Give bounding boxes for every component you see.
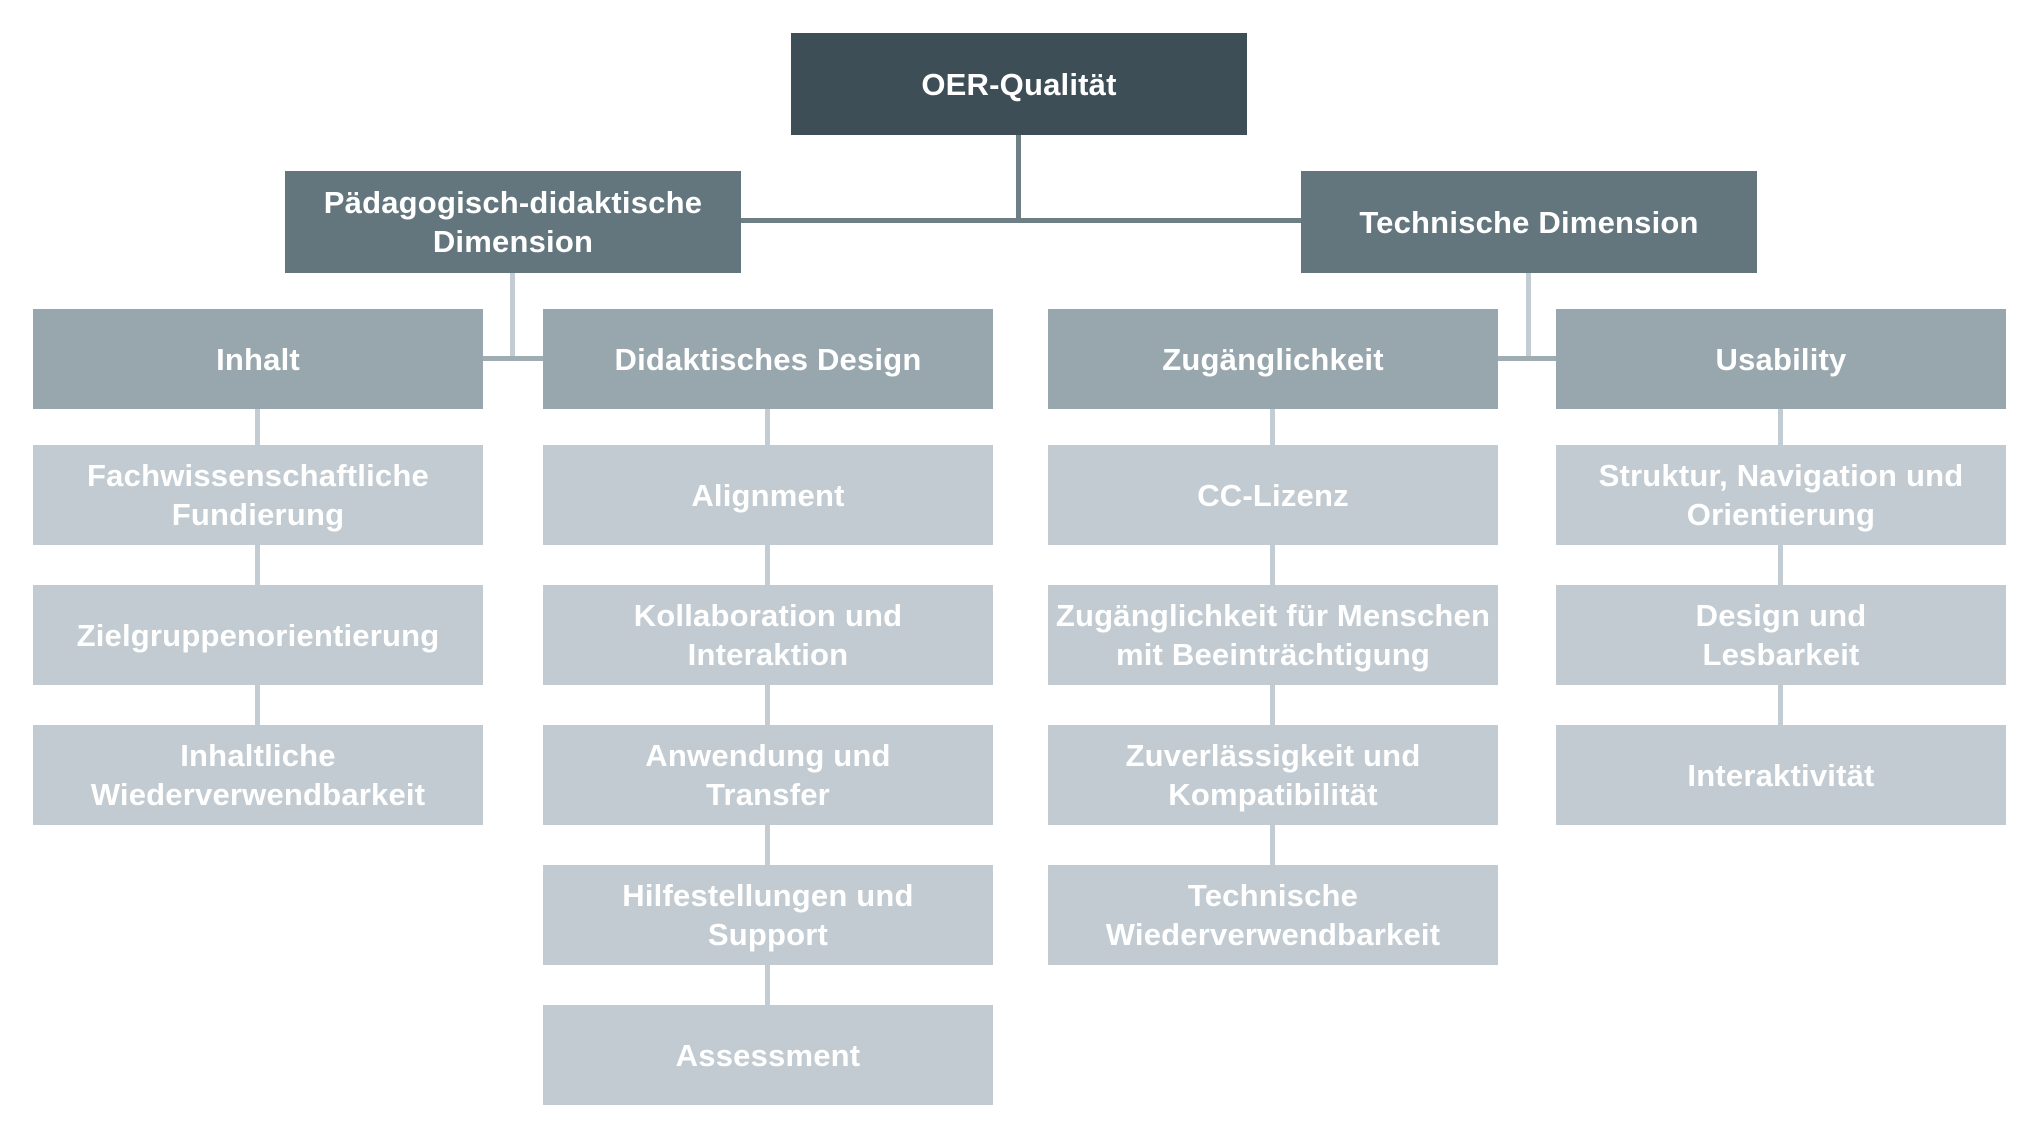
connector-col3-seg2: [1270, 545, 1275, 585]
item-label: Zielgruppenorientierung: [76, 617, 440, 653]
item-label: Kollaboration und Interaktion: [633, 598, 903, 672]
item-label: Fachwissenschaftliche Fundierung: [87, 458, 429, 532]
item-label: Interaktivität: [1687, 757, 1875, 793]
connector-dim1-horizontal: [483, 356, 543, 361]
connector-col2-seg2: [765, 545, 770, 585]
item-label: Zugänglichkeit für Menschen mit Beeinträ…: [1055, 598, 1491, 672]
connector-col1-seg1: [255, 409, 260, 445]
connector-col2-seg5: [765, 965, 770, 1005]
connector-col3-seg1: [1270, 409, 1275, 445]
item-box-interaktivitaet: Interaktivität: [1556, 725, 2006, 825]
dimension-box-paedagogisch-didaktische: Pädagogisch-didaktische Dimension: [285, 171, 741, 273]
connector-dim2-horizontal: [1498, 356, 1556, 361]
connector-dim1-drop: [510, 273, 515, 361]
category-box-inhalt: Inhalt: [33, 309, 483, 409]
item-box-inhaltliche-wiederverwendbarkeit: Inhaltliche Wiederverwendbarkeit: [33, 725, 483, 825]
item-box-assessment: Assessment: [543, 1005, 993, 1105]
item-label: Zuverlässigkeit und Kompatibilität: [1125, 738, 1421, 812]
category-label: Inhalt: [216, 341, 300, 377]
root-box-label: OER-Qualität: [921, 66, 1117, 102]
item-box-alignment: Alignment: [543, 445, 993, 545]
item-box-fachwissenschaftliche-fundierung: Fachwissenschaftliche Fundierung: [33, 445, 483, 545]
connector-col2-seg1: [765, 409, 770, 445]
item-box-struktur-navigation-orientierung: Struktur, Navigation und Orientierung: [1556, 445, 2006, 545]
item-label: Design und Lesbarkeit: [1695, 598, 1867, 672]
connector-col4-seg3: [1778, 685, 1783, 725]
connector-col2-seg4: [765, 825, 770, 865]
item-label: Inhaltliche Wiederverwendbarkeit: [90, 738, 426, 812]
item-label: Hilfestellungen und Support: [622, 878, 914, 952]
item-box-design-und-lesbarkeit: Design und Lesbarkeit: [1556, 585, 2006, 685]
category-box-zugaenglichkeit: Zugänglichkeit: [1048, 309, 1498, 409]
category-label: Didaktisches Design: [614, 341, 922, 377]
connector-col3-seg4: [1270, 825, 1275, 865]
connector-dim2-drop: [1526, 273, 1531, 361]
item-box-technische-wiederverwendbarkeit: Technische Wiederverwendbarkeit: [1048, 865, 1498, 965]
item-label: Struktur, Navigation und Orientierung: [1598, 458, 1964, 532]
connector-root-drop: [1016, 135, 1021, 223]
connector-col3-seg3: [1270, 685, 1275, 725]
item-box-zielgruppenorientierung: Zielgruppenorientierung: [33, 585, 483, 685]
connector-root-horizontal: [741, 218, 1301, 223]
item-label: Technische Wiederverwendbarkeit: [1105, 878, 1441, 952]
dimension-box-technische: Technische Dimension: [1301, 171, 1757, 273]
item-box-kollaboration-und-interaktion: Kollaboration und Interaktion: [543, 585, 993, 685]
dimension-label: Technische Dimension: [1359, 204, 1699, 240]
item-label: Assessment: [675, 1037, 861, 1073]
dimension-label: Pädagogisch-didaktische Dimension: [323, 185, 703, 259]
item-box-zugaenglichkeit-fuer-menschen: Zugänglichkeit für Menschen mit Beeinträ…: [1048, 585, 1498, 685]
item-label: Anwendung und Transfer: [645, 738, 891, 812]
category-label: Usability: [1715, 341, 1847, 377]
connector-col1-seg2: [255, 545, 260, 585]
item-box-zuverlaessigkeit-und-kompatibilitaet: Zuverlässigkeit und Kompatibilität: [1048, 725, 1498, 825]
category-box-didaktisches-design: Didaktisches Design: [543, 309, 993, 409]
connector-col4-seg1: [1778, 409, 1783, 445]
connector-col4-seg2: [1778, 545, 1783, 585]
item-label: Alignment: [691, 477, 845, 513]
item-box-hilfestellungen-und-support: Hilfestellungen und Support: [543, 865, 993, 965]
category-label: Zugänglichkeit: [1162, 341, 1384, 377]
item-box-cc-lizenz: CC-Lizenz: [1048, 445, 1498, 545]
item-box-anwendung-und-transfer: Anwendung und Transfer: [543, 725, 993, 825]
category-box-usability: Usability: [1556, 309, 2006, 409]
connector-col2-seg3: [765, 685, 770, 725]
root-box-oer-qualitaet: OER-Qualität: [791, 33, 1247, 135]
item-label: CC-Lizenz: [1197, 477, 1349, 513]
connector-col1-seg3: [255, 685, 260, 725]
